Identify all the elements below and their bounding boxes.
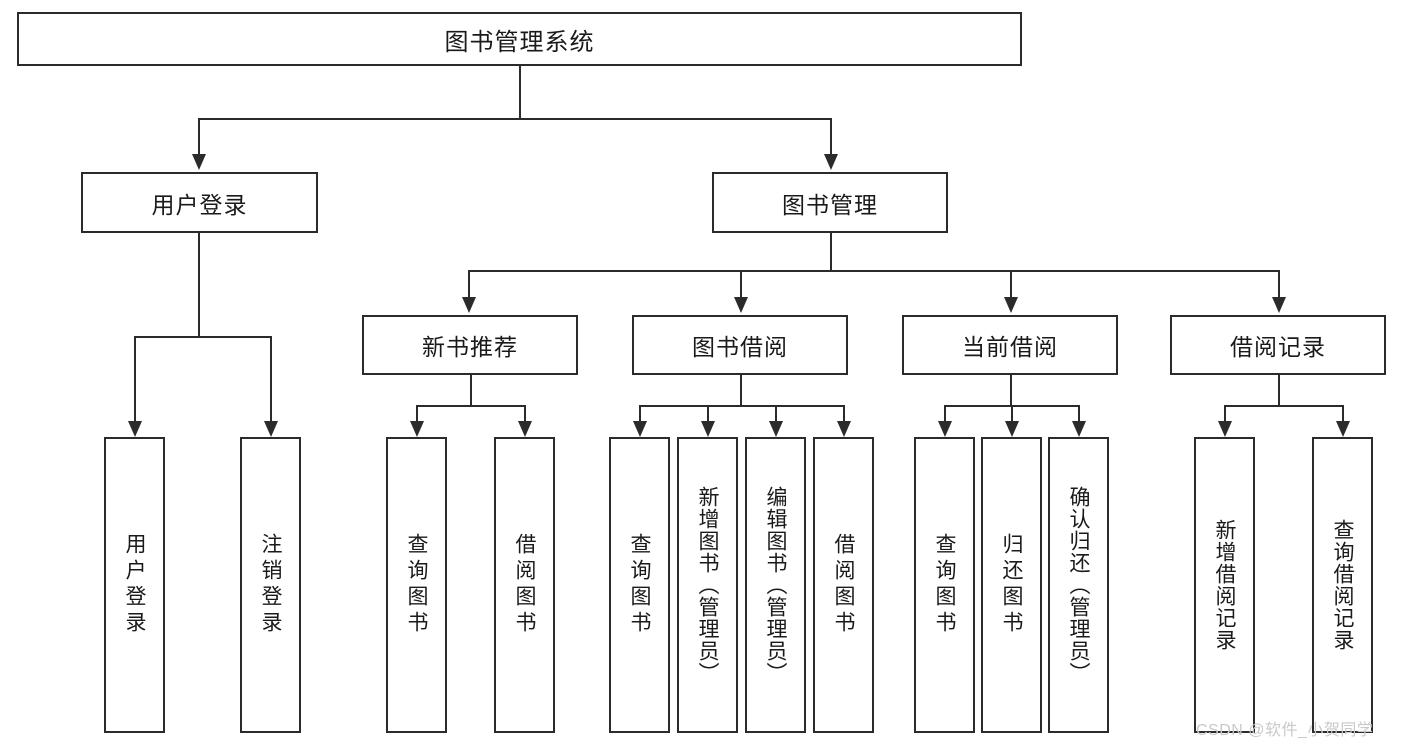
arrowhead-logout (264, 421, 278, 437)
arrowhead-cb-return (1005, 421, 1019, 437)
leaf-nb-query-book[interactable]: 查询图书 (386, 437, 447, 733)
connector-drop-nb-borrow (524, 405, 526, 421)
connector-drop-bb-edit (775, 405, 777, 421)
connector-drop-login (134, 336, 136, 421)
connector-level3-bar (468, 270, 1280, 272)
connector-new-book-stem (470, 375, 472, 405)
node-book-management[interactable]: 图书管理 (712, 172, 948, 233)
connector-level2-bar (198, 118, 832, 120)
leaf-bb-query-book[interactable]: 查询图书 (609, 437, 670, 733)
arrowhead-nb-borrow (518, 421, 532, 437)
arrowhead-user-login (192, 154, 206, 170)
connector-book-borrow-bar (639, 405, 843, 407)
leaf-cb-return-book[interactable]: 归还图书 (981, 437, 1042, 733)
leaf-cb-query-book[interactable]: 查询图书 (914, 437, 975, 733)
connector-drop-br-query (1342, 405, 1344, 421)
connector-root-stem (519, 66, 521, 118)
node-user-login[interactable]: 用户登录 (81, 172, 318, 233)
connector-user-login-stem (198, 233, 200, 336)
arrowhead-br-add (1218, 421, 1232, 437)
connector-drop-bb-add (707, 405, 709, 421)
arrowhead-bb-add (701, 421, 715, 437)
connector-drop-current-borrow (1010, 270, 1012, 297)
leaf-user-login[interactable]: 用户登录 (104, 437, 165, 733)
arrowhead-cb-confirm (1072, 421, 1086, 437)
connector-book-management-stem (830, 233, 832, 270)
arrowhead-current-borrow (1004, 297, 1018, 313)
watermark-text: CSDN @软件_小贺同学 (1196, 722, 1374, 739)
connector-drop-cb-query (944, 405, 946, 421)
arrowhead-nb-query (410, 421, 424, 437)
connector-drop-bb-query (639, 405, 641, 421)
connector-drop-book-borrow (740, 270, 742, 297)
connector-drop-book-management (830, 118, 832, 154)
connector-borrow-record-stem (1278, 375, 1280, 405)
connector-drop-br-add (1224, 405, 1226, 421)
node-borrow-record[interactable]: 借阅记录 (1170, 315, 1386, 375)
connector-drop-cb-return (1011, 405, 1013, 421)
connector-drop-new-book (468, 270, 470, 297)
leaf-bb-add-book-admin[interactable]: 新增图书（管理员） (677, 437, 738, 733)
arrowhead-bb-borrow (837, 421, 851, 437)
arrowhead-br-query (1336, 421, 1350, 437)
leaf-br-query-record[interactable]: 查询借阅记录 (1312, 437, 1373, 733)
arrowhead-new-book (462, 297, 476, 313)
arrowhead-login (128, 421, 142, 437)
arrowhead-cb-query (938, 421, 952, 437)
leaf-bb-edit-book-admin[interactable]: 编辑图书（管理员） (745, 437, 806, 733)
node-book-borrow[interactable]: 图书借阅 (632, 315, 848, 375)
connector-drop-cb-confirm (1078, 405, 1080, 421)
leaf-nb-borrow-book[interactable]: 借阅图书 (494, 437, 555, 733)
leaf-bb-borrow-book[interactable]: 借阅图书 (813, 437, 874, 733)
connector-borrow-record-bar (1224, 405, 1342, 407)
arrowhead-book-management (824, 154, 838, 170)
node-current-borrow[interactable]: 当前借阅 (902, 315, 1118, 375)
leaf-cb-confirm-return-admin[interactable]: 确认归还（管理员） (1048, 437, 1109, 733)
leaf-logout[interactable]: 注销登录 (240, 437, 301, 733)
arrowhead-borrow-record (1272, 297, 1286, 313)
connector-book-borrow-stem (740, 375, 742, 405)
connector-current-borrow-stem (1010, 375, 1012, 405)
node-new-book-recommend[interactable]: 新书推荐 (362, 315, 578, 375)
arrowhead-bb-edit (769, 421, 783, 437)
leaf-br-add-record[interactable]: 新增借阅记录 (1194, 437, 1255, 733)
connector-new-book-bar (416, 405, 524, 407)
connector-drop-logout (270, 336, 272, 421)
connector-user-login-bar (134, 336, 270, 338)
arrowhead-bb-query (633, 421, 647, 437)
connector-drop-nb-query (416, 405, 418, 421)
arrowhead-book-borrow (734, 297, 748, 313)
connector-drop-user-login (198, 118, 200, 154)
node-root-library-management-system[interactable]: 图书管理系统 (17, 12, 1022, 66)
connector-drop-borrow-record (1278, 270, 1280, 297)
connector-drop-bb-borrow (843, 405, 845, 421)
